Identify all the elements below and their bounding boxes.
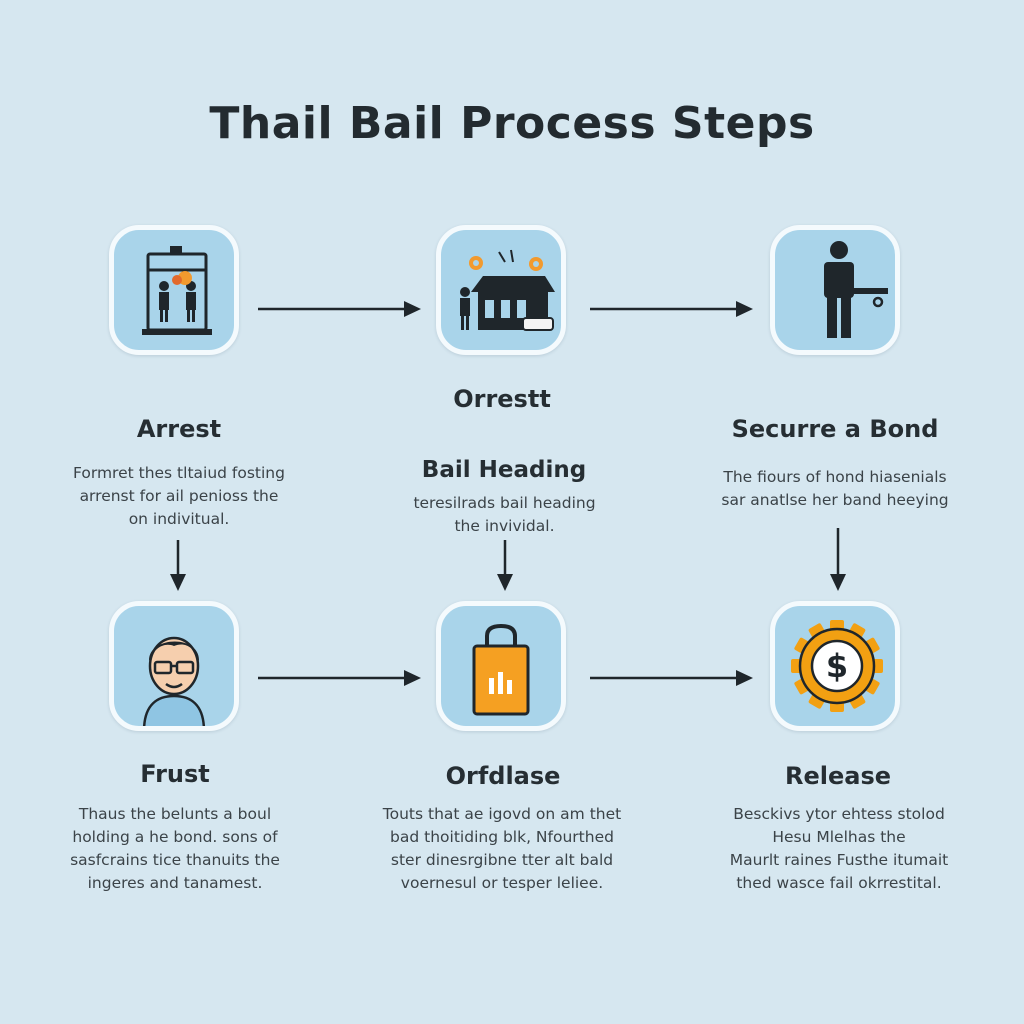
step-release-label: Release (784, 762, 892, 790)
step-secure-bond-tile (770, 225, 900, 355)
person-with-key-icon (824, 241, 888, 338)
arrow-hearing-to-bond (590, 301, 753, 317)
step-orfdlase-label: Orfdlase (445, 762, 561, 790)
dollar-gear-icon: $ (791, 620, 883, 712)
page-title: Thail Bail Process Steps (209, 98, 815, 149)
step-release-desc: Besckivs ytor ehtess stolod Hesu Mlelhas… (729, 805, 949, 892)
arrow-orfdlase-to-release (590, 670, 753, 686)
svg-text:$: $ (826, 647, 848, 685)
step-orfdlase-desc: Touts that ae igovd on am thet bad thoit… (382, 805, 622, 892)
step-arrest-desc: Formret thes tltaiud fosting arrenst for… (73, 464, 285, 528)
step-bond-label: Securre a Bond (731, 415, 939, 443)
arrow-hearing-down (497, 540, 513, 591)
courthouse-icon (460, 249, 555, 331)
arrow-frust-to-orfdlase (258, 670, 421, 686)
person-avatar-icon (143, 636, 205, 726)
jail-cell-icon (142, 246, 212, 335)
step-frust-label: Frust (140, 760, 210, 788)
shopping-bag-icon (472, 623, 530, 716)
step-hearing-label-above: Orrestt (453, 385, 551, 413)
step-arrest-label: Arrest (136, 415, 222, 443)
arrow-bond-down (830, 528, 846, 591)
step-frust-desc: Thaus the belunts a boul holding a he bo… (70, 805, 280, 892)
arrow-arrest-to-hearing (258, 301, 421, 317)
step-arrest-tile (109, 225, 239, 355)
step-frust-tile (109, 601, 239, 731)
step-bond-desc: The fiours of hond hiasenials sar anatls… (721, 468, 949, 509)
arrow-arrest-down (170, 540, 186, 591)
step-release-tile: $ (770, 601, 900, 731)
step-hearing-desc: teresilrads bail heading the invividal. (413, 494, 596, 535)
step-hearing-label: Bail Heading (421, 457, 587, 483)
step-orfdlase-tile (436, 601, 566, 731)
step-bail-hearing-tile (436, 225, 566, 355)
